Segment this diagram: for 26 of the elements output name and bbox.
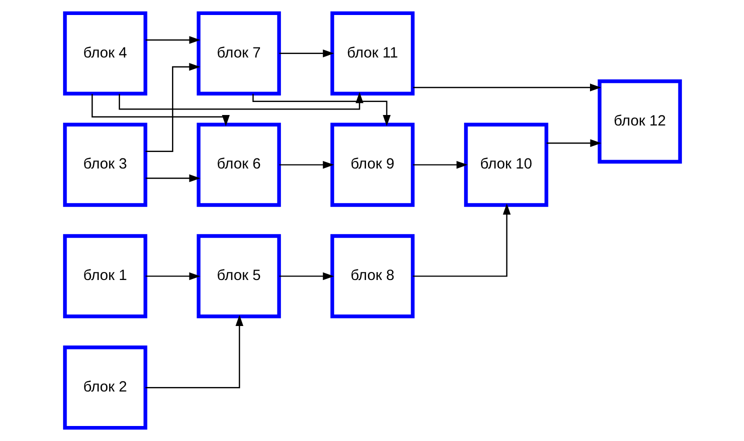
node-box: блок 4 <box>62 11 147 96</box>
arrow <box>278 50 334 58</box>
arrow <box>145 272 200 280</box>
node-box: блок 1 <box>62 234 147 318</box>
arrow <box>278 272 334 280</box>
node-box: блок 7 <box>196 11 280 96</box>
arrow <box>145 62 200 152</box>
arrow <box>91 94 230 126</box>
node-box: блок 3 <box>62 122 147 207</box>
arrow <box>145 174 200 182</box>
arrow <box>412 84 601 92</box>
arrow <box>546 139 601 148</box>
node-box: блок 5 <box>196 234 280 318</box>
arrow <box>144 314 243 388</box>
arrow <box>252 94 390 126</box>
node-box: блок 10 <box>464 122 548 207</box>
node-box: блок 11 <box>330 11 414 96</box>
node-box: блок 12 <box>597 79 682 164</box>
node-box: блок 6 <box>196 122 280 207</box>
arrow <box>145 36 200 44</box>
node-box: блок 8 <box>330 234 414 318</box>
node-box: блок 9 <box>330 122 414 207</box>
node-box: блок 2 <box>62 346 147 430</box>
arrow <box>412 203 510 277</box>
arrow <box>278 160 334 169</box>
arrow <box>412 160 468 169</box>
